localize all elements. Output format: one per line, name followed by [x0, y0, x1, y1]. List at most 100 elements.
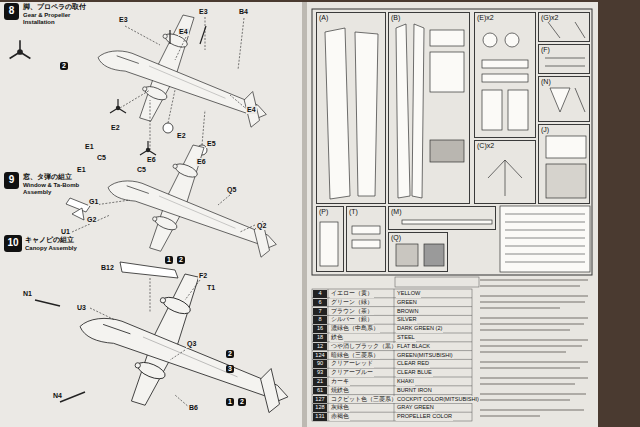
color-name: SILVER [396, 316, 417, 324]
step-badge: 2 [177, 256, 185, 264]
color-number: 16 [313, 325, 327, 333]
color-name: カーキ [330, 378, 350, 386]
part-callout: C5 [96, 154, 107, 162]
part-callout: N1 [22, 290, 33, 298]
part-callout: G1 [88, 198, 99, 206]
color-name: DARK GREEN (2) [396, 325, 443, 333]
step-badge: 2 [226, 350, 234, 358]
frame-letter: (A) [317, 13, 385, 23]
color-name: クリアーレッド [330, 360, 374, 368]
parts-frame: (F) [538, 44, 590, 74]
frame-letter: (N) [539, 77, 589, 87]
color-number: 131 [313, 413, 327, 421]
color-number: 7 [313, 308, 327, 316]
frame-letter: (J) [539, 125, 589, 135]
part-callout: E5 [206, 140, 217, 148]
step-badge: 1 [165, 256, 173, 264]
part-callout: B6 [188, 404, 199, 412]
color-number: 12 [313, 343, 327, 351]
step8-drawing [10, 15, 267, 155]
step-heading-en: Canopy Assembly [24, 245, 88, 252]
part-callout: N4 [52, 392, 63, 400]
color-name: CLEAR RED [396, 360, 430, 368]
parts-frame: (N) [538, 76, 590, 122]
parts-frame: (T) [346, 206, 386, 272]
step-heading-en: Window & Ta-Bomb Assembly [22, 182, 86, 196]
parts-frame: (E)x2 [474, 12, 536, 138]
part-callout: E6 [196, 158, 207, 166]
color-number: 21 [313, 378, 327, 386]
step-heading-jp: 脚、プロペラの取付 [22, 3, 87, 11]
color-name: シルバー（銀） [330, 316, 374, 324]
color-name: 灰緑色 [330, 404, 350, 412]
frame-letter: (C)x2 [475, 141, 535, 151]
part-callout: E1 [76, 166, 87, 174]
page-crease [302, 0, 307, 427]
frame-letter: (B) [389, 13, 469, 23]
step-heading-en: Gear & Propeller Installation [22, 12, 86, 26]
step-badge: 2 [238, 398, 246, 406]
color-number: 6 [313, 299, 327, 307]
color-number: 90 [313, 360, 327, 368]
part-callout: E1 [84, 143, 95, 151]
frame-letter: (E)x2 [475, 13, 535, 23]
color-name: YELLOW [396, 290, 421, 298]
color-number: 18 [313, 334, 327, 342]
color-name: 赤褐色 [330, 413, 350, 421]
color-name: 暗緑色（三菱系） [330, 352, 380, 360]
color-name: クリアーブルー [330, 369, 374, 377]
part-callout: E2 [176, 132, 187, 140]
step-badge: 3 [226, 365, 234, 373]
parts-frame: (M) [388, 206, 496, 230]
color-name: コクピット色（三菱系） [330, 396, 398, 404]
parts-sheet [312, 9, 592, 275]
part-callout: U3 [76, 304, 87, 312]
part-callout: Q2 [256, 222, 267, 230]
part-callout: C5 [136, 166, 147, 174]
frame-letter: (T) [347, 207, 385, 217]
color-number: 127 [313, 396, 327, 404]
step-number: 9 [4, 172, 19, 187]
step-number-box: 10 [4, 235, 22, 252]
color-name: GREEN(MITSUBISHI) [396, 352, 454, 360]
part-callout: E4 [246, 106, 257, 114]
color-name: STEEL [396, 334, 416, 342]
parts-frame: (B) [388, 12, 470, 204]
part-callout: E3 [118, 16, 129, 24]
color-number: 61 [313, 387, 327, 395]
left-page [0, 0, 303, 427]
part-callout: E6 [146, 156, 157, 164]
color-number: 124 [313, 352, 327, 360]
color-name: GREEN [396, 299, 418, 307]
part-callout: Q3 [186, 340, 197, 348]
parts-frame: (A) [316, 12, 386, 204]
notes-block [480, 280, 588, 416]
color-number: 4 [313, 290, 327, 298]
part-callout: E3 [198, 8, 209, 16]
color-name: 焼鉄色 [330, 387, 350, 395]
parts-frame: (P) [316, 206, 344, 272]
parts-frame: (C)x2 [474, 140, 536, 204]
right-page [306, 0, 598, 427]
step-number-box: 8 [4, 3, 19, 20]
color-number: 8 [313, 316, 327, 324]
color-name: グリーン（緑） [330, 299, 374, 307]
step-badge: 1 [226, 398, 234, 406]
step-number: 10 [4, 235, 22, 250]
step-number-box: 9 [4, 172, 19, 189]
color-name: COCKPIT COLOR(MITSUBISHI) [396, 396, 480, 404]
parts-frame: (Q) [388, 232, 448, 272]
frame-letter: (Q) [389, 233, 447, 243]
part-callout: B4 [238, 8, 249, 16]
step-heading-jp: キャノピの組立 [24, 236, 75, 244]
color-name: FLAT BLACK [396, 343, 431, 351]
color-name: PROPELLER COLOR [396, 413, 453, 421]
color-name: KHAKI [396, 378, 415, 386]
color-name: つや消しブラック（黒） [330, 343, 398, 351]
color-number: 128 [313, 404, 327, 412]
part-callout: T1 [206, 284, 216, 292]
color-name: 鉄色 [330, 334, 344, 342]
part-callout: B12 [100, 264, 115, 272]
color-name: CLEAR BLUE [396, 369, 433, 377]
parts-frame: (J) [538, 124, 590, 204]
